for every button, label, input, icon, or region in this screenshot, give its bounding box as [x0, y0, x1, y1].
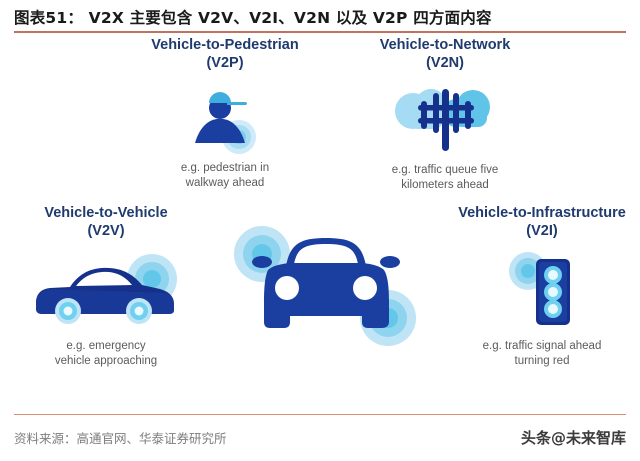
car-side-icon: [36, 254, 177, 324]
traffic-light-icon: [509, 252, 570, 325]
quadrant-v2v-caption-line1: e.g. emergency: [66, 340, 146, 352]
quadrant-v2i-title: Vehicle-to-Infrastructure: [458, 205, 626, 221]
quadrant-v2n: Vehicle-to-Network (V2N): [338, 36, 552, 192]
quadrant-v2n-caption: e.g. traffic queue five kilometers ahead: [338, 163, 552, 192]
page-title: 图表51： V2X 主要包含 V2V、V2I、V2N 以及 V2P 四方面内容: [14, 9, 492, 27]
quadrant-v2v-caption: e.g. emergency vehicle approaching: [6, 339, 206, 368]
quadrant-v2n-title: Vehicle-to-Network: [379, 37, 511, 53]
title-divider: [14, 31, 626, 33]
cell-tower-cloud-icon: [395, 89, 490, 151]
quadrant-v2i-abbr: (V2I): [526, 223, 558, 239]
quadrant-v2p-caption: e.g. pedestrian in walkway ahead: [120, 161, 330, 190]
quadrant-v2v: Vehicle-to-Vehicle (V2V) e.g: [6, 204, 206, 368]
quadrant-v2p: Vehicle-to-Pedestrian (V2P) e.g. pedestr…: [120, 36, 330, 190]
quadrant-v2v-title: Vehicle-to-Vehicle: [44, 205, 168, 221]
quadrant-v2v-caption-line2: vehicle approaching: [54, 354, 158, 367]
source-note: 资料来源：高通官网、华泰证券研究所: [14, 431, 227, 446]
quadrant-v2p-caption-line1: e.g. pedestrian in: [180, 162, 270, 174]
center-vehicle: [228, 218, 424, 346]
quadrant-v2i-caption-line2: turning red: [514, 354, 570, 367]
car-side-icon-slot: [26, 247, 186, 331]
cell-tower-cloud-icon-slot: [385, 77, 505, 155]
quadrant-v2p-title: Vehicle-to-Pedestrian: [151, 37, 299, 53]
quadrant-v2v-abbr: (V2V): [87, 223, 125, 239]
quadrant-v2i-caption-line1: e.g. traffic signal ahead: [482, 340, 602, 352]
watermark: 头条@未来智库: [520, 429, 626, 447]
pedestrian-icon: [195, 92, 256, 154]
pedestrian-icon-slot: [177, 79, 273, 155]
quadrant-v2p-abbr: (V2P): [206, 55, 244, 71]
quadrant-v2p-caption-line2: walkway ahead: [185, 176, 265, 189]
quadrant-v2n-caption-line1: e.g. traffic queue five: [391, 164, 499, 176]
quadrant-v2i-caption: e.g. traffic signal ahead turning red: [444, 339, 640, 368]
quadrant-v2n-abbr: (V2N): [426, 55, 464, 71]
quadrant-v2n-caption-line2: kilometers ahead: [401, 178, 489, 191]
car-front-icon: [234, 226, 416, 346]
quadrant-v2i: Vehicle-to-Infrastructure (V2I) e.g. tra…: [444, 204, 640, 368]
traffic-light-icon-slot: [494, 247, 590, 329]
footer-divider: [14, 414, 626, 415]
